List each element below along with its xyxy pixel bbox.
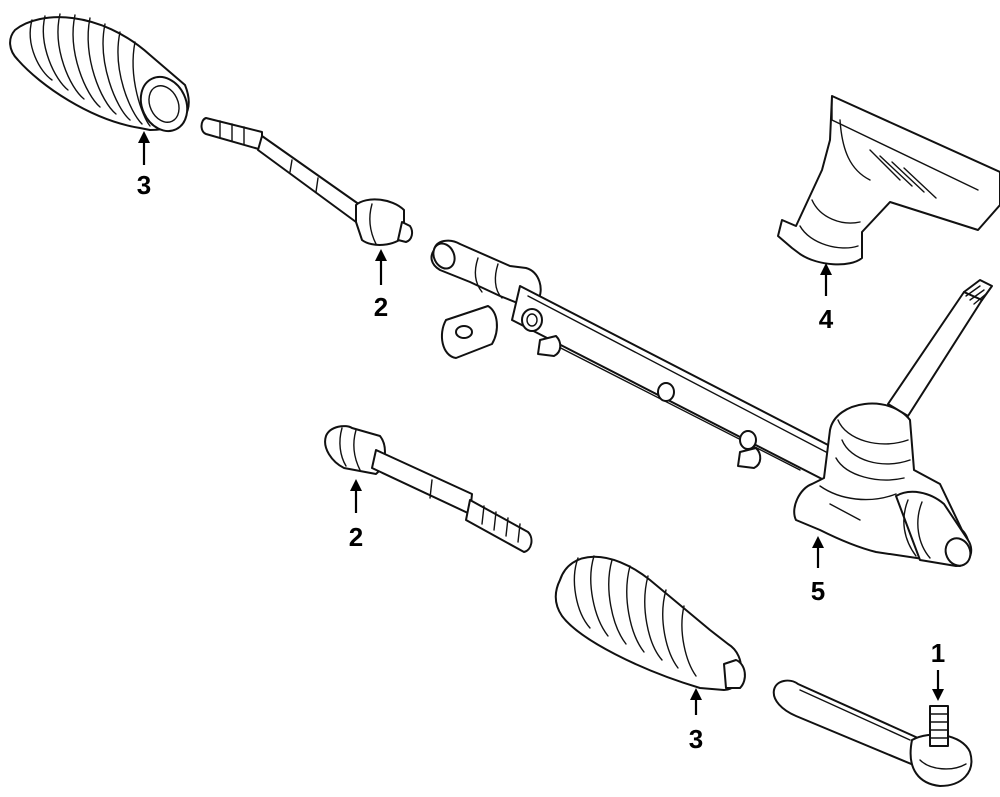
tie-rod-upper[interactable] — [200, 117, 414, 246]
callout-tie-rod-lower: 2 — [349, 479, 363, 552]
callout-gear-assembly: 5 — [811, 536, 825, 606]
callout-boot-lower: 3 — [689, 688, 703, 754]
callout-label: 4 — [819, 304, 834, 334]
callout-label: 5 — [811, 576, 825, 606]
boot-lower[interactable] — [554, 555, 746, 691]
callout-label: 3 — [137, 170, 151, 200]
callout-tie-rod-upper: 2 — [374, 249, 388, 322]
callout-boot-upper: 3 — [137, 131, 151, 200]
callout-tie-rod-end: 1 — [931, 638, 945, 701]
callout-label: 3 — [689, 724, 703, 754]
boot-upper[interactable] — [9, 13, 196, 139]
callout-boot-cover: 4 — [819, 263, 834, 334]
callout-label: 2 — [374, 292, 388, 322]
boot-cover[interactable] — [777, 95, 1000, 266]
gear-assembly[interactable] — [429, 239, 993, 570]
tie-rod-lower[interactable] — [324, 425, 533, 553]
callout-label: 2 — [349, 522, 363, 552]
tie-rod-end[interactable] — [772, 679, 973, 787]
callout-label: 1 — [931, 638, 945, 668]
